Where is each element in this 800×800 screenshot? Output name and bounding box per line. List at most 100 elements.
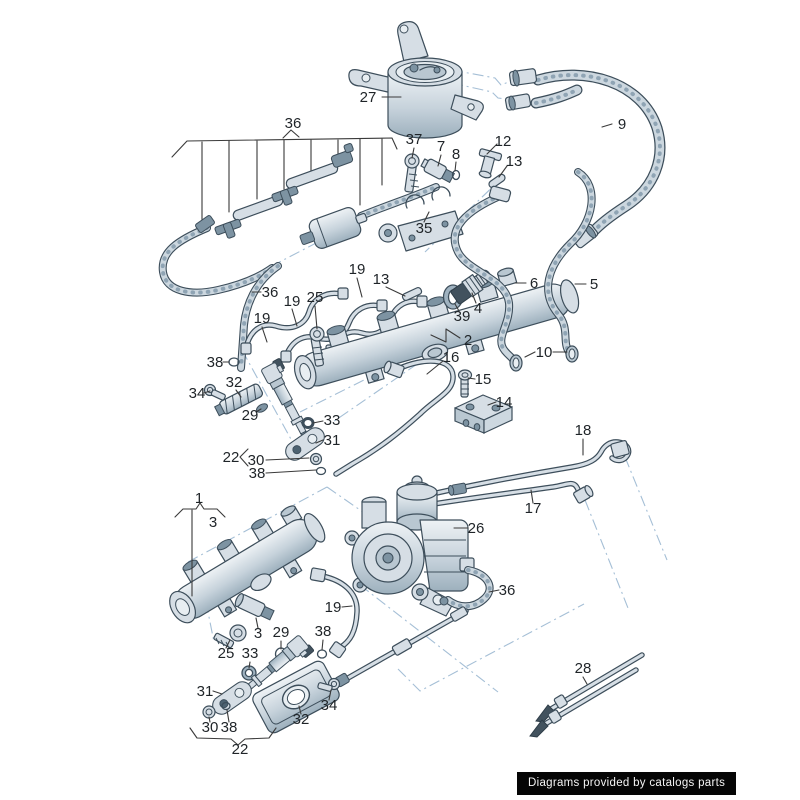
callout-19[interactable]: 19 xyxy=(254,310,271,327)
callout-34[interactable]: 34 xyxy=(189,385,206,402)
callout-38[interactable]: 38 xyxy=(249,465,266,482)
seal-ring-8 xyxy=(451,169,461,181)
fuel-rail-2-assembly-drawing xyxy=(240,267,580,390)
washer-38b xyxy=(315,466,327,476)
callout-18[interactable]: 18 xyxy=(575,422,592,439)
callout-26[interactable]: 26 xyxy=(468,520,485,537)
callout-7[interactable]: 7 xyxy=(437,138,445,155)
pump-26-drawing xyxy=(334,475,494,688)
callout-34[interactable]: 34 xyxy=(321,697,338,714)
callout-5[interactable]: 5 xyxy=(590,276,598,293)
callout-13[interactable]: 13 xyxy=(373,271,390,288)
callout-9[interactable]: 9 xyxy=(618,116,626,133)
callout-37[interactable]: 37 xyxy=(406,131,423,148)
bolt-25 xyxy=(309,326,325,367)
callout-38[interactable]: 38 xyxy=(207,354,224,371)
callout-1[interactable]: 1 xyxy=(195,490,203,507)
callout-leader-lines xyxy=(174,96,613,746)
callout-33[interactable]: 33 xyxy=(324,412,341,429)
callout-6[interactable]: 6 xyxy=(530,275,538,292)
bracket-35-assembly-drawing xyxy=(378,148,506,252)
fuel-filter-drawing xyxy=(348,21,484,139)
callout-16[interactable]: 16 xyxy=(443,349,460,366)
callout-3[interactable]: 3 xyxy=(254,625,262,642)
bolt-34 xyxy=(203,383,226,401)
o-ring-33 xyxy=(301,417,315,429)
callout-12[interactable]: 12 xyxy=(495,133,512,150)
callout-29[interactable]: 29 xyxy=(273,624,290,641)
callout-32[interactable]: 32 xyxy=(293,711,310,728)
callout-25[interactable]: 25 xyxy=(307,289,324,306)
clamp-plate-32-lower xyxy=(252,660,340,734)
washer-38-lower-2 xyxy=(221,701,231,711)
bolt-34-lower xyxy=(317,677,341,692)
sensor-3 xyxy=(234,593,275,621)
t-connector xyxy=(214,218,242,239)
clamp-10b xyxy=(565,345,579,363)
bracket-14 xyxy=(454,394,513,434)
bolt-37 xyxy=(404,153,420,193)
callout-19[interactable]: 19 xyxy=(284,293,301,310)
callout-32[interactable]: 32 xyxy=(226,374,243,391)
callout-38[interactable]: 38 xyxy=(315,623,332,640)
washer-38-lower xyxy=(316,649,328,659)
callout-10[interactable]: 10 xyxy=(536,344,553,361)
fitting-12 xyxy=(478,148,503,179)
clamp-fork-31-lower xyxy=(208,677,256,719)
callout-28[interactable]: 28 xyxy=(575,660,592,677)
callout-39[interactable]: 39 xyxy=(454,308,471,325)
callout-13[interactable]: 13 xyxy=(506,153,523,170)
clip-13-rail xyxy=(401,286,423,302)
bolt-15 xyxy=(457,369,473,398)
sensor-7 xyxy=(420,158,456,184)
callout-8[interactable]: 8 xyxy=(452,146,460,163)
callout-4[interactable]: 4 xyxy=(474,300,482,317)
callout-2[interactable]: 2 xyxy=(464,332,472,349)
fuel-rail-2 xyxy=(293,267,580,390)
callout-19[interactable]: 19 xyxy=(349,261,366,278)
callout-3[interactable]: 3 xyxy=(209,514,217,531)
callout-17[interactable]: 17 xyxy=(525,500,542,517)
callout-22[interactable]: 22 xyxy=(223,449,240,466)
return-hose-36-pump xyxy=(439,566,494,611)
pipes-17-18-drawing xyxy=(401,439,632,510)
nut-30 xyxy=(309,452,323,466)
callout-15[interactable]: 15 xyxy=(475,371,492,388)
callout-36[interactable]: 36 xyxy=(285,115,302,132)
fuel-rail-1 xyxy=(169,505,326,624)
callout-38[interactable]: 38 xyxy=(221,719,238,736)
callout-36[interactable]: 36 xyxy=(499,582,516,599)
callout-19[interactable]: 19 xyxy=(325,599,342,616)
callout-25[interactable]: 25 xyxy=(218,645,235,662)
pump-solenoid xyxy=(396,475,438,531)
callout-29[interactable]: 29 xyxy=(242,407,259,424)
callout-labels: 36 27 9 37 7 8 12 13 35 36 19 19 25 19 1… xyxy=(189,89,627,758)
callout-31[interactable]: 31 xyxy=(324,432,341,449)
bolt-25-lower xyxy=(213,624,247,649)
callout-33[interactable]: 33 xyxy=(242,645,259,662)
callout-31[interactable]: 31 xyxy=(197,683,214,700)
pipe-19-lower xyxy=(309,567,360,659)
callout-22[interactable]: 22 xyxy=(232,741,249,758)
fuel-rail-1-assembly-drawing xyxy=(169,505,360,734)
clamp-bracket-35 xyxy=(378,186,464,252)
clip-13 xyxy=(488,173,506,189)
callout-30[interactable]: 30 xyxy=(248,452,265,469)
callout-35[interactable]: 35 xyxy=(416,220,433,237)
nut-30-lower xyxy=(202,705,216,719)
clamp-10a xyxy=(509,354,523,372)
feed-hose-9-drawing xyxy=(504,68,666,249)
callout-27[interactable]: 27 xyxy=(360,89,377,106)
callout-36[interactable]: 36 xyxy=(262,284,279,301)
hoses-5-6-drawing xyxy=(450,168,596,372)
hose-valve xyxy=(330,142,354,168)
fuel-tube xyxy=(285,162,339,190)
callout-30[interactable]: 30 xyxy=(202,719,219,736)
pipe-16-bracket-14-drawing xyxy=(333,358,513,477)
hose-set-36-drawing xyxy=(158,129,440,372)
callout-14[interactable]: 14 xyxy=(496,394,513,411)
watermark-badge: Diagrams provided by catalogs parts xyxy=(517,772,737,795)
t-connector xyxy=(271,185,299,206)
